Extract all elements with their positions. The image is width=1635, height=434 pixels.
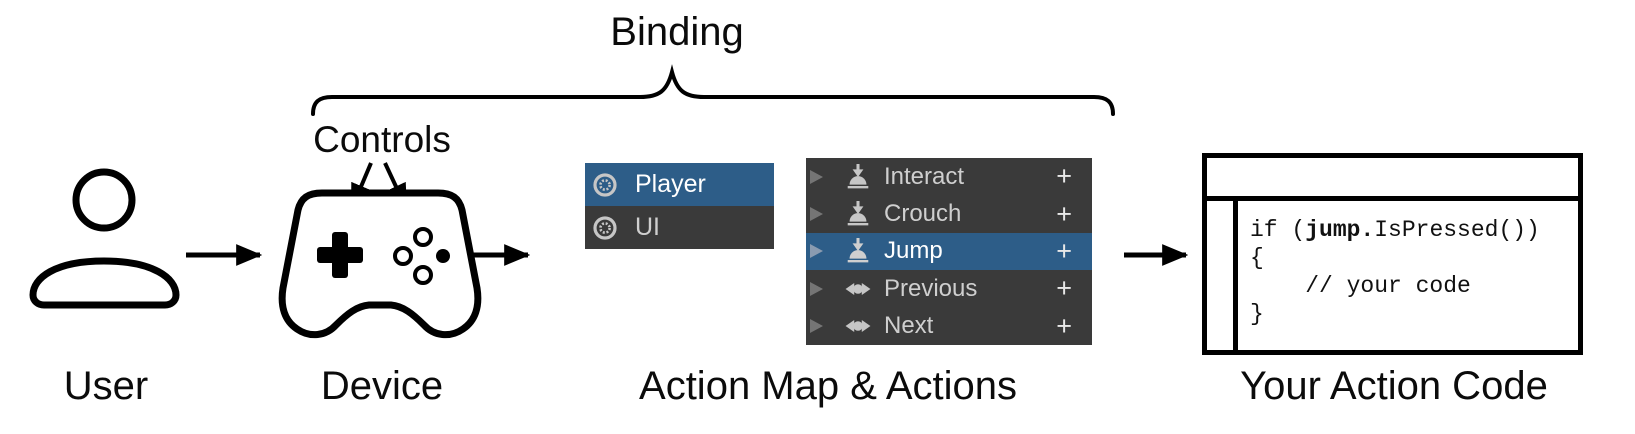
add-binding-button[interactable]: + [1056,198,1072,229]
code-line-4: } [1250,301,1264,327]
action-map-icon [593,215,617,240]
gamepad-icon [278,189,482,339]
foldout-triangle-icon[interactable] [809,280,825,298]
action-label: Jump [884,237,943,265]
action-row-crouch[interactable]: Crouch + [806,195,1092,232]
action-label: Interact [884,162,965,190]
caption-action-map: Action Map & Actions [639,364,1017,408]
button-press-icon [847,201,869,226]
binding-brace [311,64,1115,116]
action-map-label: Player [635,170,706,198]
controls-label: Controls [313,119,451,160]
action-row-previous[interactable]: Previous + [806,270,1092,307]
dpad-icon [317,232,363,278]
code-window-gutter [1207,201,1238,350]
caption-user: User [63,364,149,408]
action-label: Next [884,312,934,340]
action-row-jump[interactable]: Jump + [806,232,1092,271]
add-binding-button[interactable]: + [1056,310,1072,341]
caption-action-code: Your Action Code [1240,364,1548,408]
code-line-2: { [1250,245,1264,271]
face-buttons-icon [393,227,450,285]
caption-device: Device [320,364,444,408]
button-press-icon [847,238,869,263]
code-line-1: if (jump.IsPressed()) [1250,217,1540,243]
action-code-window: if (jump.IsPressed()) { // your code } [1202,153,1583,355]
action-row-next[interactable]: Next + [806,308,1092,345]
code-window-titlebar [1207,158,1578,201]
add-binding-button[interactable]: + [1056,273,1072,304]
code-snippet: if (jump.IsPressed()) { // your code } [1238,201,1578,350]
action-map-row-ui[interactable]: UI [585,206,774,249]
add-binding-button[interactable]: + [1056,235,1072,266]
action-map-label: UI [635,213,660,241]
foldout-triangle-icon[interactable] [809,205,825,223]
user-icon [29,168,180,309]
add-binding-button[interactable]: + [1056,161,1072,192]
axis-icon [845,282,871,295]
action-map-row-player[interactable]: Player [585,163,774,206]
foldout-triangle-icon[interactable] [809,242,825,260]
foldout-triangle-icon[interactable] [809,168,825,186]
jump-variable: jump. [1305,217,1375,243]
action-map-icon [593,172,617,197]
action-label: Previous [884,274,978,302]
actions-panel: Interact + Crouch + Jump + [806,158,1092,345]
action-map-panel: Player UI [585,163,774,249]
action-row-interact[interactable]: Interact + [806,158,1092,195]
foldout-triangle-icon[interactable] [809,317,825,335]
code-line-3: // your code [1250,273,1471,299]
action-label: Crouch [884,200,962,228]
button-press-icon [847,163,869,189]
axis-icon [845,320,871,333]
binding-label: Binding [610,10,744,54]
